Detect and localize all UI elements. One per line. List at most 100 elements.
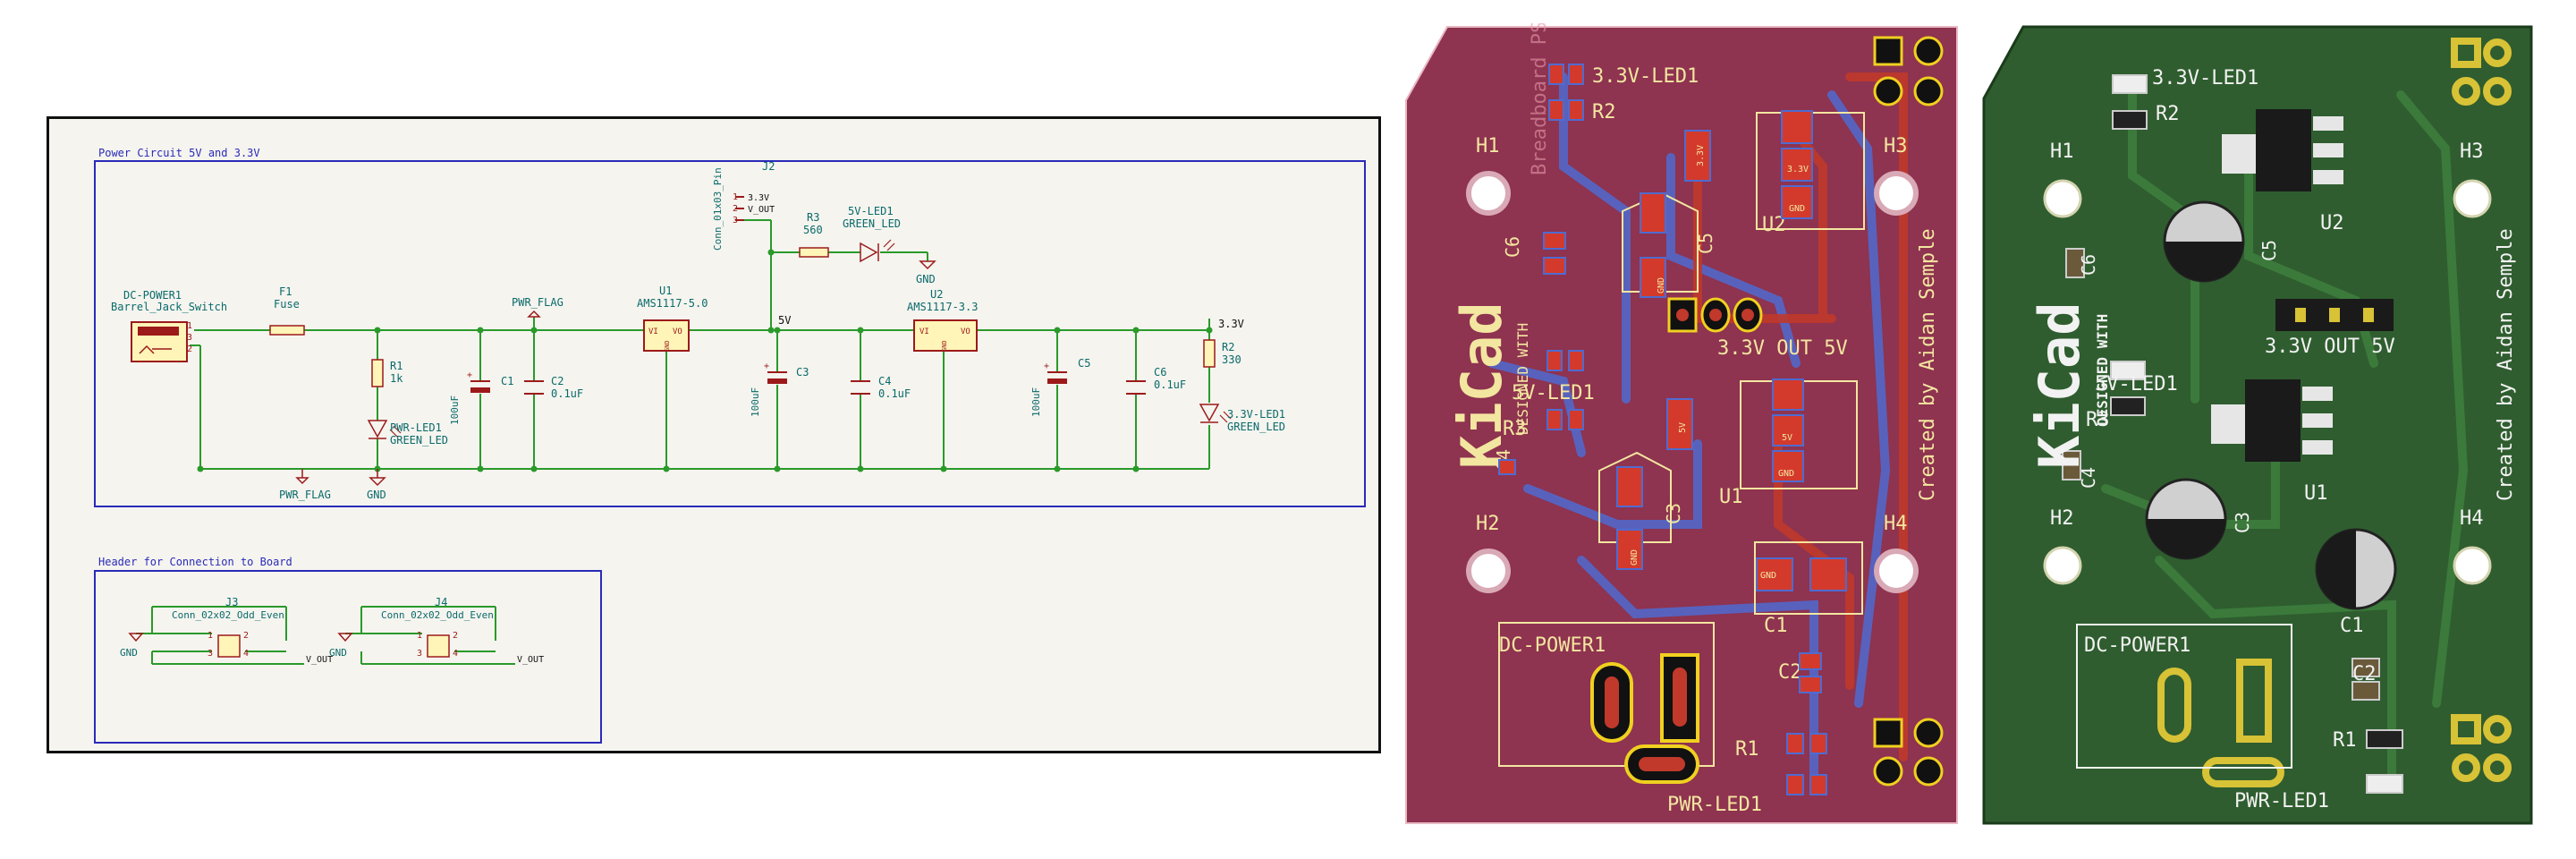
render-caps xyxy=(2145,200,2397,610)
pcb-u1: U1 xyxy=(1719,486,1743,508)
svg-text:J2: J2 xyxy=(762,160,775,173)
dc-power-ref: DC-POWER1 xyxy=(123,289,182,302)
render-c4: C4 xyxy=(2078,467,2099,489)
svg-text:1: 1 xyxy=(208,631,213,641)
j4-symbol: GND 1 2 3 4 J4 Conn_02x02_Odd_Even V_OUT xyxy=(329,596,544,665)
svg-text:+: + xyxy=(467,370,472,380)
render-th-pads xyxy=(2157,38,2512,787)
c1-symbol: + C1 100uF xyxy=(449,370,513,425)
svg-text:100uF: 100uF xyxy=(1030,387,1042,417)
fuse-symbol: F1 Fuse xyxy=(269,285,305,336)
render-u1 xyxy=(2211,379,2333,462)
render-c2: C2 xyxy=(2352,663,2377,685)
render-board: H1 H3 H2 H4 3.3V-LED1 R2 U2 3.3V OUT 5V … xyxy=(1982,25,2533,825)
svg-text:R1: R1 xyxy=(390,360,402,372)
j2-symbol: 1 2 3 3.3V V_OUT J2 Conn_01x03_Pin xyxy=(712,160,775,251)
svg-text:2: 2 xyxy=(453,631,458,641)
pcb-5v-led: 5V-LED1 xyxy=(1512,382,1595,404)
render-designed-with: DESIGNED WITH xyxy=(2094,314,2111,426)
svg-text:+: + xyxy=(764,361,769,371)
svg-text:0.1uF: 0.1uF xyxy=(551,387,583,400)
svg-text:5V: 5V xyxy=(1782,433,1792,443)
fuse-ref: F1 xyxy=(279,285,292,298)
svg-text:GND: GND xyxy=(664,340,671,352)
svg-text:0.1uF: 0.1uF xyxy=(878,387,911,400)
pcb-3d-render-panel: H1 H3 H2 H4 3.3V-LED1 R2 U2 3.3V OUT 5V … xyxy=(1980,23,2538,827)
svg-text:5V-LED1: 5V-LED1 xyxy=(848,205,894,217)
svg-text:2: 2 xyxy=(243,631,249,641)
pcb-c1: C1 xyxy=(1764,615,1788,637)
render-u1: U1 xyxy=(2304,482,2328,505)
svg-text:PWR-LED1: PWR-LED1 xyxy=(390,421,442,434)
svg-text:VI: VI xyxy=(648,327,658,336)
svg-text:3: 3 xyxy=(733,216,738,225)
led-5v-symbol: 5V-LED1 GREEN_LED GND xyxy=(843,205,936,285)
pcb-h3: H3 xyxy=(1884,135,1908,157)
svg-text:GREEN_LED: GREEN_LED xyxy=(390,434,448,447)
net-33v-label: 3.3V xyxy=(1218,318,1244,330)
pcb-33-led: 3.3V-LED1 xyxy=(1592,65,1699,88)
render-r1: R1 xyxy=(2333,729,2357,752)
svg-text:560: 560 xyxy=(803,224,823,236)
c5-symbol: + C5 100uF xyxy=(1030,357,1090,417)
svg-text:1k: 1k xyxy=(390,372,403,385)
render-dc-outline xyxy=(2076,624,2292,769)
pcb-th-pads xyxy=(1590,36,1944,787)
pcb-pwr-led: PWR-LED1 xyxy=(1667,794,1762,816)
svg-text:V_OUT: V_OUT xyxy=(748,205,775,215)
render-credit: Created by Aidan Semple xyxy=(2495,228,2517,501)
pcb-r3: R3 xyxy=(1503,418,1527,440)
mounting-holes xyxy=(1466,171,1919,593)
render-smd xyxy=(2062,74,2403,794)
svg-text:3.3V: 3.3V xyxy=(1787,165,1809,174)
svg-text:Conn_02x02_Odd_Even: Conn_02x02_Odd_Even xyxy=(172,609,284,621)
pwr-led-symbol: PWR-LED1 GREEN_LED xyxy=(367,420,448,447)
svg-text:4: 4 xyxy=(453,649,458,659)
render-u2: U2 xyxy=(2320,212,2344,234)
pwr-flag-top: PWR_FLAG xyxy=(512,296,564,318)
pcb-h2: H2 xyxy=(1476,513,1500,535)
pwr-flag-left: PWR_FLAG xyxy=(279,469,331,501)
svg-text:J3: J3 xyxy=(225,596,238,608)
svg-text:AMS1117-5.0: AMS1117-5.0 xyxy=(637,297,708,310)
render-u2 xyxy=(2222,109,2343,191)
header-frame-title: Header for Connection to Board xyxy=(98,556,292,568)
svg-text:100uF: 100uF xyxy=(449,395,461,425)
header-frame xyxy=(94,570,602,744)
svg-text:PWR_FLAG: PWR_FLAG xyxy=(279,489,331,501)
svg-text:PWR_FLAG: PWR_FLAG xyxy=(512,296,564,309)
fuse-value: Fuse xyxy=(274,298,300,310)
svg-text:4: 4 xyxy=(243,649,249,659)
pcb-dc-power: DC-POWER1 xyxy=(1499,634,1606,657)
pcb-header-label: 3.3V OUT 5V xyxy=(1717,337,1848,360)
svg-text:GND: GND xyxy=(1778,469,1794,479)
power-frame xyxy=(94,160,1366,507)
svg-text:3: 3 xyxy=(208,649,213,659)
pcb-designed-with: DESIGNED WITH xyxy=(1514,323,1531,435)
svg-text:3.3V: 3.3V xyxy=(748,193,769,203)
svg-text:GND: GND xyxy=(120,647,138,659)
svg-text:C4: C4 xyxy=(878,375,891,387)
render-h1: H1 xyxy=(2050,140,2074,163)
svg-text:C5: C5 xyxy=(1078,357,1090,370)
pcb-c2: C2 xyxy=(1778,661,1802,684)
c3-symbol: + C3 100uF xyxy=(750,361,809,417)
schematic-panel: Power Circuit 5V and 3.3V Header for Con… xyxy=(47,116,1381,753)
dc-power-value: Barrel_Jack_Switch xyxy=(111,301,227,313)
render-silk-labels: H1 H3 H2 H4 3.3V-LED1 R2 U2 3.3V OUT 5V … xyxy=(2027,67,2517,812)
pcb-c6: C6 xyxy=(1502,236,1523,258)
svg-text:C3: C3 xyxy=(796,366,809,378)
svg-text:100uF: 100uF xyxy=(750,387,761,417)
wires xyxy=(136,219,1210,665)
svg-text:GND: GND xyxy=(329,647,347,659)
render-h4: H4 xyxy=(2460,507,2484,530)
svg-text:3.3V: 3.3V xyxy=(1696,145,1706,166)
j3-symbol: GND 1 2 3 4 J3 Conn_02x02_Odd_Even V_OUT xyxy=(120,596,333,665)
pcb-c3: C3 xyxy=(1663,503,1684,524)
svg-text:3.3V-LED1: 3.3V-LED1 xyxy=(1227,408,1285,421)
c4-symbol: C4 0.1uF xyxy=(851,375,911,400)
schematic-sheet: Power Circuit 5V and 3.3V Header for Con… xyxy=(47,116,1381,753)
svg-text:C6: C6 xyxy=(1154,366,1166,378)
render-traces xyxy=(2101,81,2469,779)
svg-text:R3: R3 xyxy=(807,211,819,224)
